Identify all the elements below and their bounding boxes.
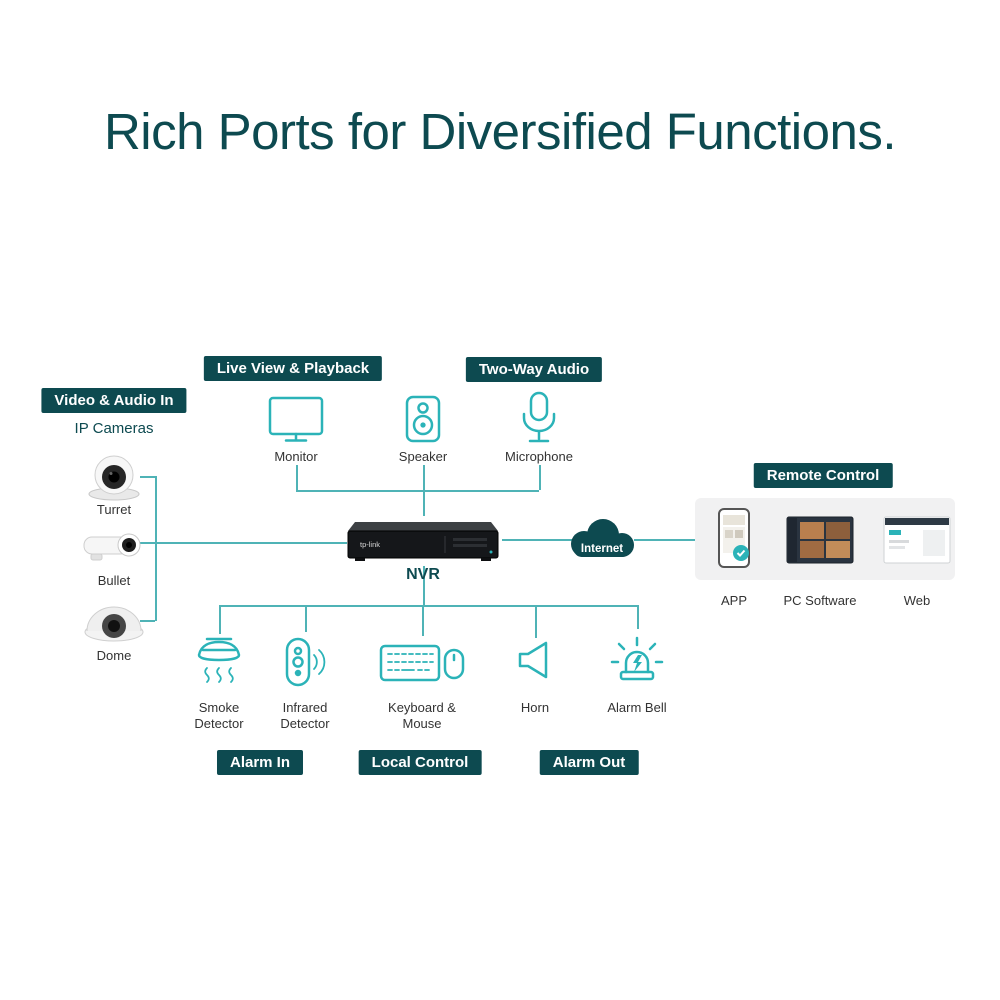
infrared-detector-icon [285, 637, 326, 687]
nvr-logo-text: tp-link [360, 540, 380, 549]
smoke-detector-icon [197, 637, 241, 683]
page-title: Rich Ports for Diversified Functions. [103, 103, 897, 160]
badge-alarm-out: Alarm Out [539, 750, 639, 775]
connector-infrared-drop [305, 605, 307, 632]
nvr-device: tp-link [347, 522, 499, 561]
badge-remote-control: Remote Control [753, 463, 893, 488]
pc-software-label: PC Software [783, 593, 857, 608]
microphone-icon [522, 391, 556, 443]
dome-label: Dome [96, 648, 132, 663]
connector-smoke-drop [219, 605, 221, 634]
connector-speaker-drop [423, 465, 425, 490]
connector-bottom-horizontal [219, 605, 637, 607]
alarm-bell-icon [610, 636, 664, 681]
connector-nvr-internet [502, 539, 572, 541]
connector-dome-stub [140, 620, 155, 622]
badge-live-view-playback: Live View & Playback [203, 356, 383, 381]
dome-camera-icon [84, 606, 144, 642]
speaker-icon [405, 395, 441, 443]
turret-camera-icon [88, 455, 140, 501]
infrared-detector-label: Infrared Detector [280, 700, 330, 732]
connector-monitor-drop [296, 465, 298, 490]
internet-cloud-icon: Internet [571, 519, 634, 557]
connector-internet-remote [634, 539, 695, 541]
connector-microphone-drop [539, 465, 541, 490]
connector-nvr-bottom [423, 566, 425, 605]
phone-app-icon [718, 508, 750, 568]
smoke-detector-label: Smoke Detector [194, 700, 244, 732]
horn-label: Horn [520, 700, 550, 715]
monitor-label: Monitor [274, 449, 318, 464]
connector-horn-drop [535, 605, 537, 638]
connector-cameras-nvr [155, 542, 347, 544]
badge-local-control: Local Control [358, 750, 482, 775]
web-label: Web [903, 593, 931, 608]
badge-alarm-in: Alarm In [216, 750, 304, 775]
connector-turret-stub [140, 476, 155, 478]
connector-cameras-vertical [155, 476, 157, 621]
keyboard-mouse-label: Keyboard & Mouse [388, 700, 456, 732]
keyboard-mouse-icon [379, 644, 465, 682]
badge-video-audio-in: Video & Audio In [41, 388, 187, 413]
bullet-camera-icon [83, 533, 141, 561]
monitor-icon [268, 396, 324, 442]
connector-keyboard-drop [422, 605, 424, 636]
horn-icon [518, 641, 548, 679]
alarm-bell-label: Alarm Bell [607, 700, 667, 715]
app-label: APP [720, 593, 748, 608]
ip-cameras-heading: IP Cameras [74, 420, 154, 437]
internet-label: Internet [581, 543, 623, 555]
microphone-label: Microphone [505, 449, 573, 464]
connector-av-horizontal [296, 490, 539, 492]
badge-two-way-audio: Two-Way Audio [465, 357, 603, 382]
connector-alarmbell-drop [637, 605, 639, 629]
speaker-label: Speaker [398, 449, 448, 464]
pc-software-icon [786, 516, 854, 564]
web-browser-icon [883, 516, 951, 564]
nvr-label: NVR [406, 566, 440, 583]
connector-bullet-stub [140, 542, 155, 544]
turret-label: Turret [96, 502, 132, 517]
bullet-label: Bullet [97, 573, 131, 588]
connector-av-nvr [423, 490, 425, 516]
